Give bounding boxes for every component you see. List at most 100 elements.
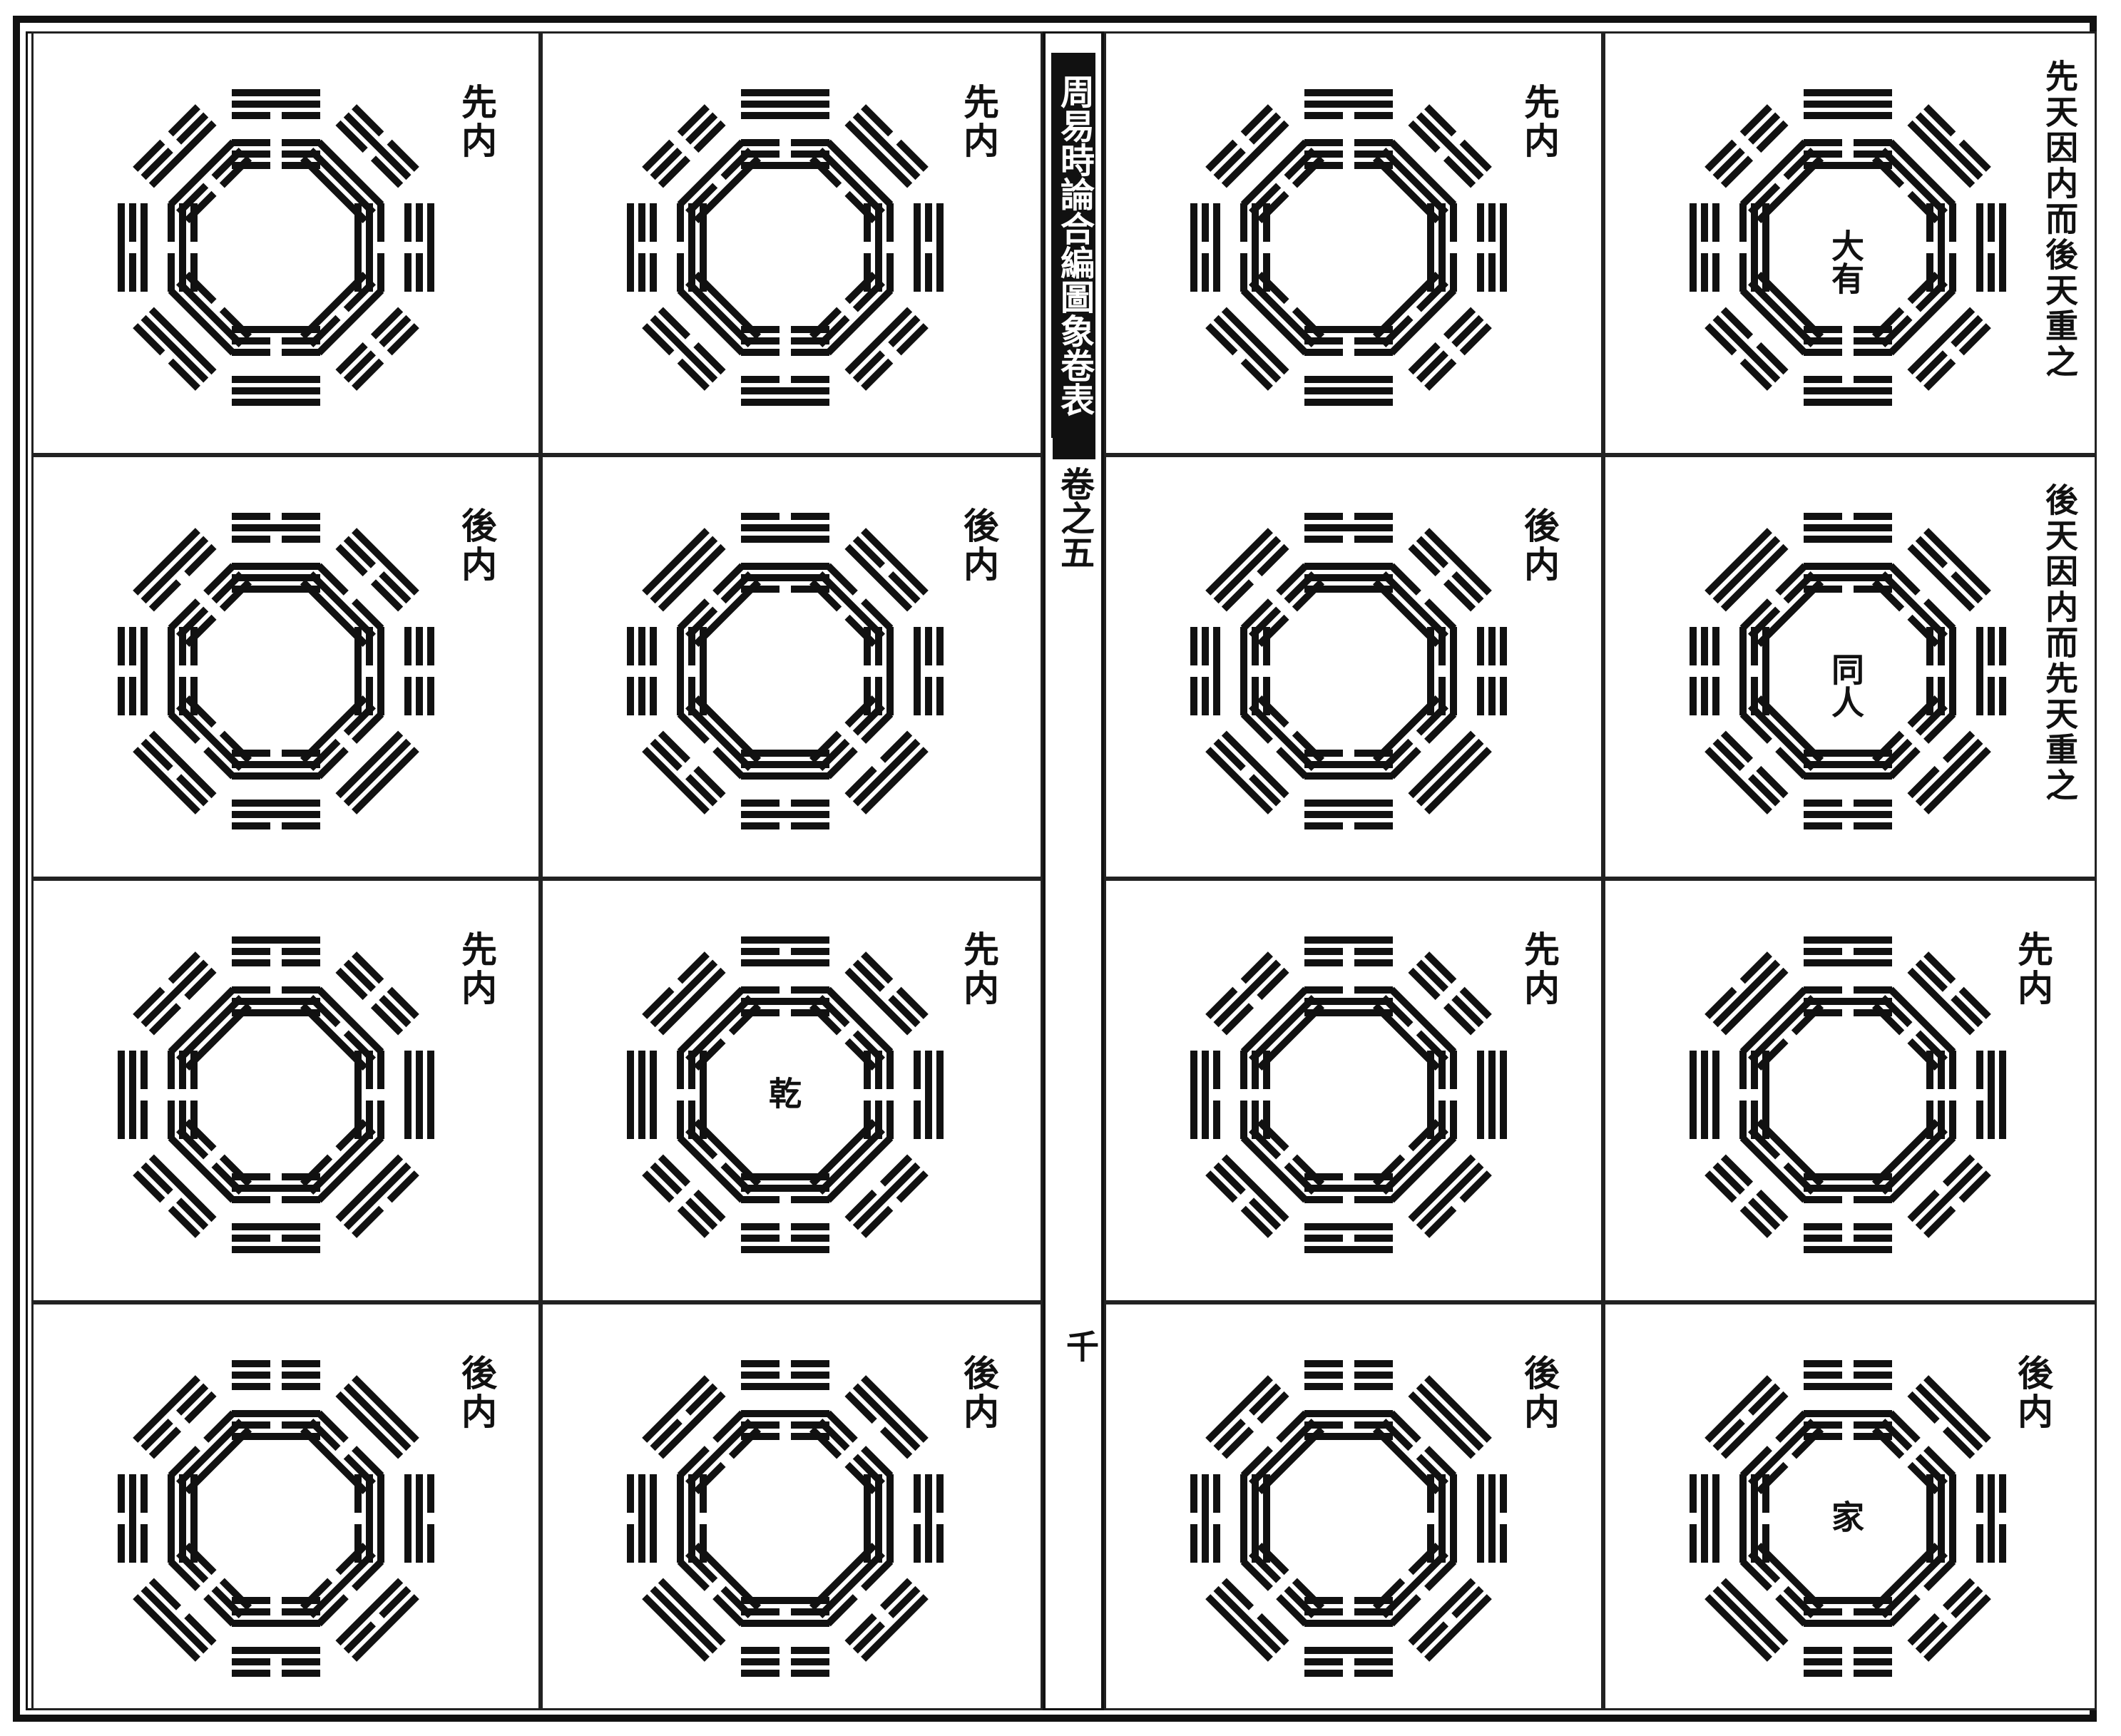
trigram-mark [1976, 1474, 2006, 1563]
trigram-mark [1804, 89, 1892, 119]
trigram-mark [627, 203, 657, 292]
trigram-mark [678, 140, 761, 223]
center-hexagram-name: 乾 [757, 1073, 809, 1112]
trigram-mark [1205, 1578, 1289, 1661]
hexagram-diagram-panel: 先内 [31, 31, 541, 455]
trigram-mark [1304, 1360, 1393, 1390]
trigram-mark [118, 1051, 148, 1139]
trigram-mark [1190, 1051, 1220, 1139]
trigram-mark [1408, 528, 1491, 611]
trigram-mark [642, 1375, 725, 1459]
trigram-mark [1205, 528, 1289, 611]
trigram-mark [1705, 730, 1788, 814]
trigram-mark [1804, 376, 1892, 406]
trigram-mark [1408, 730, 1491, 814]
trigram-mark [642, 730, 725, 814]
trigram-mark [741, 89, 829, 119]
hexagram-diagram-panel: 後内 [1104, 1302, 1603, 1710]
trigram-mark [741, 936, 829, 966]
trigram-mark [1477, 1474, 1507, 1563]
trigram-mark [741, 513, 829, 543]
trigram-mark [741, 1647, 829, 1677]
octagram-diagram [1135, 895, 1563, 1295]
trigram-mark [1907, 528, 1990, 611]
hexagram-diagram-panel: 後内 [541, 455, 1043, 879]
trigram-mark [1304, 936, 1393, 966]
trigram-mark [335, 1375, 419, 1459]
trigram-mark [1907, 1578, 1990, 1661]
trigram-mark [844, 528, 928, 611]
trigram-mark [1804, 800, 1892, 829]
trigram-mark [1740, 140, 1824, 223]
hexagram-diagram-panel: 後内 [541, 1302, 1043, 1710]
trigram-mark [1477, 1051, 1507, 1139]
trigram-mark [642, 1578, 725, 1661]
hexagram-diagram-panel: 先内 [1603, 879, 2097, 1302]
hexagram-diagram-panel: 後内 [31, 1302, 541, 1710]
trigram-mark [1304, 1223, 1393, 1253]
trigram-mark [741, 1223, 829, 1253]
trigram-mark [642, 528, 725, 611]
trigram-mark [1976, 627, 2006, 715]
octagram-diagram [571, 1319, 999, 1710]
trigram-mark [1907, 730, 1990, 814]
hexagram-diagram-panel: 先内 [31, 879, 541, 1302]
trigram-mark [1190, 627, 1220, 715]
trigram-mark [741, 376, 829, 406]
trigram-mark [1408, 1375, 1491, 1459]
hexagram-diagram-panel: 先内 [1104, 31, 1603, 455]
trigram-mark [133, 1578, 216, 1661]
trigram-mark [1205, 730, 1289, 814]
trigram-mark [914, 627, 944, 715]
trigram-mark [1690, 1051, 1719, 1139]
trigram-mark [1190, 1474, 1220, 1563]
trigram-mark [168, 563, 252, 647]
trigram-mark [844, 1578, 928, 1661]
octagram-diagram [571, 48, 999, 447]
trigram-mark [1205, 1375, 1289, 1459]
octagram-diagram [1135, 1319, 1563, 1710]
hexagram-diagram-panel: 先内 [1104, 879, 1603, 1302]
trigram-mark [844, 1375, 928, 1459]
trigram-mark [232, 936, 320, 966]
trigram-mark [741, 1360, 829, 1390]
trigram-mark [232, 1647, 320, 1677]
octagram-diagram [1135, 48, 1563, 447]
trigram-mark [1705, 1375, 1788, 1459]
trigram-mark [133, 1375, 216, 1459]
trigram-mark [914, 1051, 944, 1139]
trigram-mark [335, 1578, 419, 1661]
trigram-mark [1304, 89, 1393, 119]
trigram-mark [404, 1474, 434, 1563]
hexagram-diagram-panel: 先内乾 [541, 879, 1043, 1302]
trigram-mark [1241, 1411, 1324, 1494]
trigram-mark [1690, 627, 1719, 715]
trigram-mark [232, 376, 320, 406]
center-title-strip: 周易時論合編圖象卷表 卷之五 千 [1043, 31, 1104, 1710]
octagram-diagram [1135, 471, 1563, 871]
trigram-mark [404, 627, 434, 715]
trigram-mark [1304, 376, 1393, 406]
black-fish-tail-mark [1053, 431, 1095, 459]
trigram-mark [1690, 1474, 1719, 1563]
center-hexagram-name: 家 [1819, 1497, 1872, 1536]
trigram-mark [627, 627, 657, 715]
center-hexagram-name: 同人 [1819, 650, 1872, 721]
trigram-mark [627, 1474, 657, 1563]
trigram-mark [118, 1474, 148, 1563]
trigram-mark [1705, 528, 1788, 611]
hexagram-diagram-panel: 先天因内而後天重之大有 [1603, 31, 2097, 455]
trigram-mark [1804, 1360, 1892, 1390]
trigram-mark [1804, 936, 1892, 966]
trigram-mark [168, 987, 252, 1071]
hexagram-diagram-panel: 後天因内而先天重之同人 [1603, 455, 2097, 879]
page-number: 千 [1057, 1329, 1104, 1362]
center-hexagram-name: 大有 [1819, 226, 1872, 297]
trigram-mark [168, 1411, 252, 1494]
trigram-mark [1304, 800, 1393, 829]
trigram-mark [1804, 513, 1892, 543]
trigram-mark [118, 627, 148, 715]
trigram-mark [1241, 987, 1324, 1071]
octagram-diagram [62, 1319, 490, 1710]
trigram-mark [404, 203, 434, 292]
